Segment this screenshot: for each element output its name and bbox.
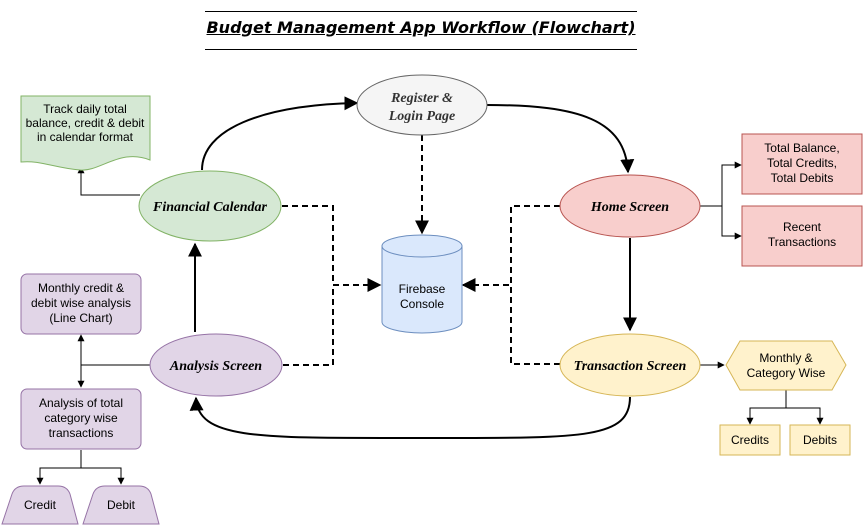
category-line-3: transactions	[49, 426, 114, 440]
connector-transaction-to-firebase	[510, 285, 560, 365]
connector-home-to-recent	[721, 206, 742, 240]
connector-transaction-to-analysis	[189, 396, 631, 440]
financial-calendar-node: Financial Calendar	[138, 170, 282, 242]
register-line-2: Login Page	[388, 109, 456, 124]
connector-monthly-to-credits	[746, 390, 787, 425]
debits-label: Debits	[803, 433, 837, 447]
totals-line-3: Total Debits	[771, 171, 834, 185]
firebase-console-node: Firebase Console	[381, 234, 463, 334]
line-chart-line-1: Monthly credit &	[38, 281, 124, 295]
totals-line-2: Total Credits,	[767, 156, 837, 170]
category-line-2: category wise	[44, 411, 118, 425]
connector-category-to-debit	[81, 467, 125, 485]
analysis-screen-node: Analysis Screen	[149, 333, 283, 397]
credit-node: Credit	[1, 485, 79, 525]
transaction-screen-node: Transaction Screen	[559, 333, 701, 397]
calendar-note-line-3: in calendar format	[37, 130, 134, 144]
diagram-title: Budget Management App Workflow (Flowchar…	[206, 18, 636, 37]
credits-node: Credits	[719, 424, 781, 456]
connector-monthly-to-debits	[786, 407, 824, 425]
debit-label: Debit	[107, 498, 136, 512]
connector-calendar-to-firebase	[282, 205, 382, 292]
monthly-line-1: Monthly &	[759, 351, 812, 365]
home-screen-label: Home Screen	[590, 200, 669, 215]
connector-home-to-firebase	[461, 205, 560, 292]
recent-line-2: Transactions	[768, 235, 836, 249]
debit-node: Debit	[82, 485, 160, 525]
home-screen-node: Home Screen	[559, 174, 701, 238]
calendar-note-line-1: Track daily total	[43, 102, 127, 116]
financial-calendar-label: Financial Calendar	[152, 200, 268, 215]
category-line-1: Analysis of total	[39, 396, 123, 410]
debits-node: Debits	[789, 424, 851, 456]
line-chart-analysis-node: Monthly credit & debit wise analysis (Li…	[20, 273, 142, 335]
connector-analysis-to-firebase	[283, 285, 334, 366]
line-chart-line-2: debit wise analysis	[31, 296, 131, 310]
credits-label: Credits	[731, 433, 769, 447]
connectors	[36, 96, 824, 485]
connector-category-to-credit	[36, 450, 82, 485]
category-analysis-node: Analysis of total category wise transact…	[20, 388, 142, 450]
calendar-note-line-2: balance, credit & debit	[26, 116, 145, 130]
connector-calendar-to-note	[77, 166, 140, 196]
register-login-node: Register & Login Page	[356, 74, 488, 136]
firebase-line-1: Firebase	[399, 282, 446, 296]
connector-calendar-to-register	[201, 96, 359, 171]
totals-node: Total Balance, Total Credits, Total Debi…	[741, 133, 863, 195]
recent-line-1: Recent	[783, 220, 822, 234]
credit-label: Credit	[24, 498, 57, 512]
title-bottom-rule	[205, 49, 637, 50]
connector-home-to-totals	[700, 161, 742, 207]
register-line-1: Register &	[390, 91, 453, 106]
firebase-line-2: Console	[400, 297, 444, 311]
totals-line-1: Total Balance,	[764, 141, 839, 155]
transaction-screen-label: Transaction Screen	[574, 359, 687, 374]
monthly-category-node: Monthly & Category Wise	[725, 340, 847, 391]
monthly-line-2: Category Wise	[747, 366, 826, 380]
recent-transactions-node: Recent Transactions	[741, 205, 863, 267]
title-top-rule	[205, 11, 637, 12]
line-chart-line-3: (Line Chart)	[49, 311, 112, 325]
connector-register-to-home	[486, 104, 635, 174]
analysis-screen-label: Analysis Screen	[169, 359, 262, 374]
calendar-note-node: Track daily total balance, credit & debi…	[20, 95, 151, 171]
